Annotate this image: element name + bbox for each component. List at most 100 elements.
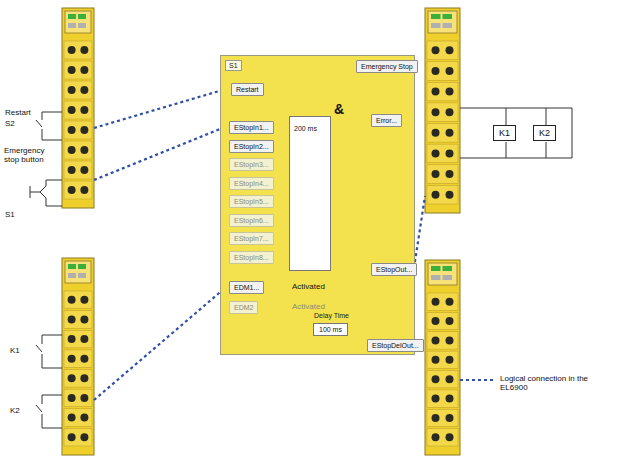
terminal-point <box>80 146 88 154</box>
terminal-point <box>68 296 76 304</box>
block-type-button: Emergency Stop <box>356 60 418 73</box>
terminal-slot <box>427 390 458 407</box>
terminal-point <box>446 356 454 364</box>
terminal-point <box>68 335 76 343</box>
terminal-point <box>446 129 454 137</box>
switch-label: Emergency stop button <box>4 146 60 164</box>
node-text: 100 ms <box>319 326 342 333</box>
led <box>78 273 86 278</box>
delay-time-field: Delay Time100 ms <box>313 323 348 336</box>
terminal-slot <box>64 291 92 309</box>
terminal-slot <box>64 370 92 388</box>
terminal-point <box>68 186 76 194</box>
terminal-slot <box>427 371 458 388</box>
device-tag: S1 <box>5 210 15 219</box>
terminal-slot <box>427 82 458 101</box>
terminal-point <box>446 88 454 96</box>
terminal-slot <box>427 62 458 81</box>
terminal-slot <box>64 61 92 79</box>
led-field <box>65 11 91 33</box>
terminal-slot <box>427 429 458 446</box>
terminal-point <box>80 296 88 304</box>
switch-label: Restart <box>5 108 31 117</box>
terminal-point <box>68 433 76 441</box>
terminal-point <box>80 355 88 363</box>
terminal-point <box>432 129 440 137</box>
terminal-point <box>446 298 454 306</box>
node-text: EStopIn6... <box>234 217 269 224</box>
terminal-slot <box>427 144 458 163</box>
contact-label: K2 <box>10 406 20 415</box>
terminal-point <box>446 375 454 383</box>
led <box>68 23 76 28</box>
terminal-point <box>80 166 88 174</box>
terminal-slot <box>64 101 92 119</box>
terminal-housing <box>62 258 94 455</box>
and-gate: 200 ms& <box>289 116 331 271</box>
node-text: EDM2 <box>234 304 253 311</box>
terminal-point <box>446 317 454 325</box>
led <box>431 275 441 280</box>
contact-label: K1 <box>10 346 20 355</box>
terminal-slot <box>427 312 458 329</box>
terminal-slot <box>427 293 458 310</box>
terminal-slot <box>64 389 92 407</box>
terminal-point <box>68 355 76 363</box>
led <box>68 14 76 19</box>
edm-button: EDM2 <box>229 301 258 314</box>
terminal-point <box>68 86 76 94</box>
terminal-slot <box>427 165 458 184</box>
led <box>431 23 441 28</box>
terminal-point <box>432 395 440 403</box>
input-button: EStopIn6... <box>229 214 274 227</box>
terminal-point <box>68 66 76 74</box>
input-button: EStopIn2... <box>229 140 274 153</box>
node-text: Emergency Stop <box>361 63 413 70</box>
led <box>443 266 453 271</box>
terminal-point <box>446 170 454 178</box>
terminal-slot <box>64 181 92 199</box>
terminal-point <box>446 414 454 422</box>
terminal-point <box>80 46 88 54</box>
terminal-point <box>68 315 76 323</box>
terminal-point <box>68 166 76 174</box>
terminal-point <box>80 315 88 323</box>
terminal-point <box>432 108 440 116</box>
node-text: EStopIn7... <box>234 235 269 242</box>
terminal-point <box>432 298 440 306</box>
output-button: EStopDelOut... <box>367 339 424 352</box>
led-field <box>65 261 91 283</box>
terminal-point <box>446 395 454 403</box>
terminal-point <box>68 414 76 422</box>
terminal-point <box>432 317 440 325</box>
input-button: EStopIn7... <box>229 232 274 245</box>
terminal-slot <box>64 141 92 159</box>
error-button: Error... <box>371 114 402 127</box>
node-text: EStopIn5... <box>234 198 269 205</box>
terminal-point <box>446 336 454 344</box>
terminal-point <box>432 433 440 441</box>
terminal-point <box>432 356 440 364</box>
led-field <box>428 11 457 33</box>
terminal-slot <box>64 350 92 368</box>
input-button: Restart <box>231 83 264 96</box>
terminal-slot <box>64 41 92 59</box>
node-text: EStopIn2... <box>234 143 269 150</box>
input-button: EStopIn8... <box>229 251 274 264</box>
led <box>443 23 453 28</box>
node-text: & <box>334 101 344 117</box>
checkbox-label: Activated <box>292 302 325 311</box>
node-text: 200 ms <box>294 125 317 132</box>
led <box>78 23 86 28</box>
terminal-slot <box>64 121 92 139</box>
led <box>443 14 453 19</box>
device-tag: S2 <box>5 119 15 128</box>
led <box>78 264 86 269</box>
terminal-slot <box>64 311 92 329</box>
terminal-point <box>80 433 88 441</box>
terminal-point <box>446 67 454 75</box>
node-text: Delay Time <box>314 312 349 319</box>
terminal-slot <box>427 41 458 60</box>
node-text: EStopIn8... <box>234 254 269 261</box>
terminal-slot <box>427 103 458 122</box>
